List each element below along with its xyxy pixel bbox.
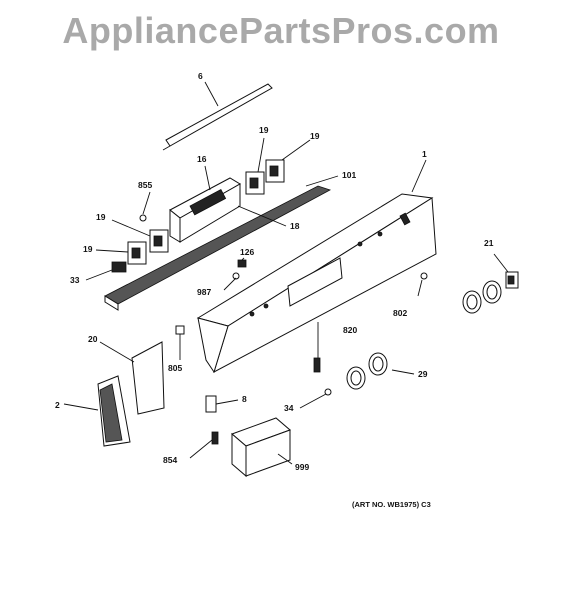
- part-19-relay-d[interactable]: [95, 241, 147, 265]
- callout-2: 2: [55, 400, 60, 410]
- callout-18: 18: [290, 221, 300, 231]
- callout-805: 805: [168, 363, 182, 373]
- watermark-text: AppliancePartsPros.com: [62, 10, 500, 51]
- part-34-screw[interactable]: [299, 388, 332, 409]
- part-19-relay-b[interactable]: [265, 139, 311, 183]
- callout-33: 33: [70, 275, 80, 285]
- callout-855: 855: [138, 180, 152, 190]
- callout-21: 21: [484, 238, 494, 248]
- part-855-screw[interactable]: [139, 191, 151, 222]
- callout-6: 6: [198, 71, 203, 81]
- callout-8: 8: [242, 394, 247, 404]
- part-126-clip[interactable]: [237, 257, 247, 268]
- part-8-bracket[interactable]: [205, 395, 239, 413]
- part-805-screw[interactable]: [175, 325, 185, 360]
- callout-802: 802: [393, 308, 407, 318]
- art-number: (ART NO. WB1975) C3: [352, 500, 431, 509]
- part-19-relay-c[interactable]: [111, 219, 169, 253]
- part-1-control-panel[interactable]: [196, 159, 437, 374]
- part-33-terminal-block[interactable]: [85, 261, 127, 281]
- part-knob-upper-right[interactable]: [462, 280, 502, 314]
- part-20-bracket[interactable]: [99, 341, 165, 415]
- part-101-insulation-bar[interactable]: [104, 175, 339, 311]
- part-999-box[interactable]: [231, 417, 293, 478]
- callout-20: 20: [88, 334, 98, 344]
- callout-1: 1: [422, 149, 427, 159]
- callout-987: 987: [197, 287, 211, 297]
- part-21-switch[interactable]: [493, 253, 519, 289]
- part-802-screw[interactable]: [417, 272, 428, 297]
- part-854-screw[interactable]: [189, 431, 219, 459]
- callout-19-a: 19: [259, 125, 269, 135]
- part-16-timer-module[interactable]: [169, 165, 287, 243]
- part-987-screw[interactable]: [223, 272, 240, 291]
- part-6-trim-strip[interactable]: [162, 81, 273, 151]
- part-19-relay-a[interactable]: [245, 137, 265, 195]
- callout-19-d: 19: [83, 244, 93, 254]
- callout-101: 101: [342, 170, 356, 180]
- callout-16: 16: [197, 154, 207, 164]
- callout-999: 999: [295, 462, 309, 472]
- part-29-knobs[interactable]: [346, 352, 415, 390]
- callout-19-c: 19: [96, 212, 106, 222]
- callout-126: 126: [240, 247, 254, 257]
- callout-34: 34: [284, 403, 294, 413]
- part-2-end-cap[interactable]: [63, 375, 131, 447]
- callout-854: 854: [163, 455, 177, 465]
- callout-19-b: 19: [310, 131, 320, 141]
- callout-820: 820: [343, 325, 357, 335]
- part-820-screw[interactable]: [313, 322, 321, 373]
- callout-29: 29: [418, 369, 428, 379]
